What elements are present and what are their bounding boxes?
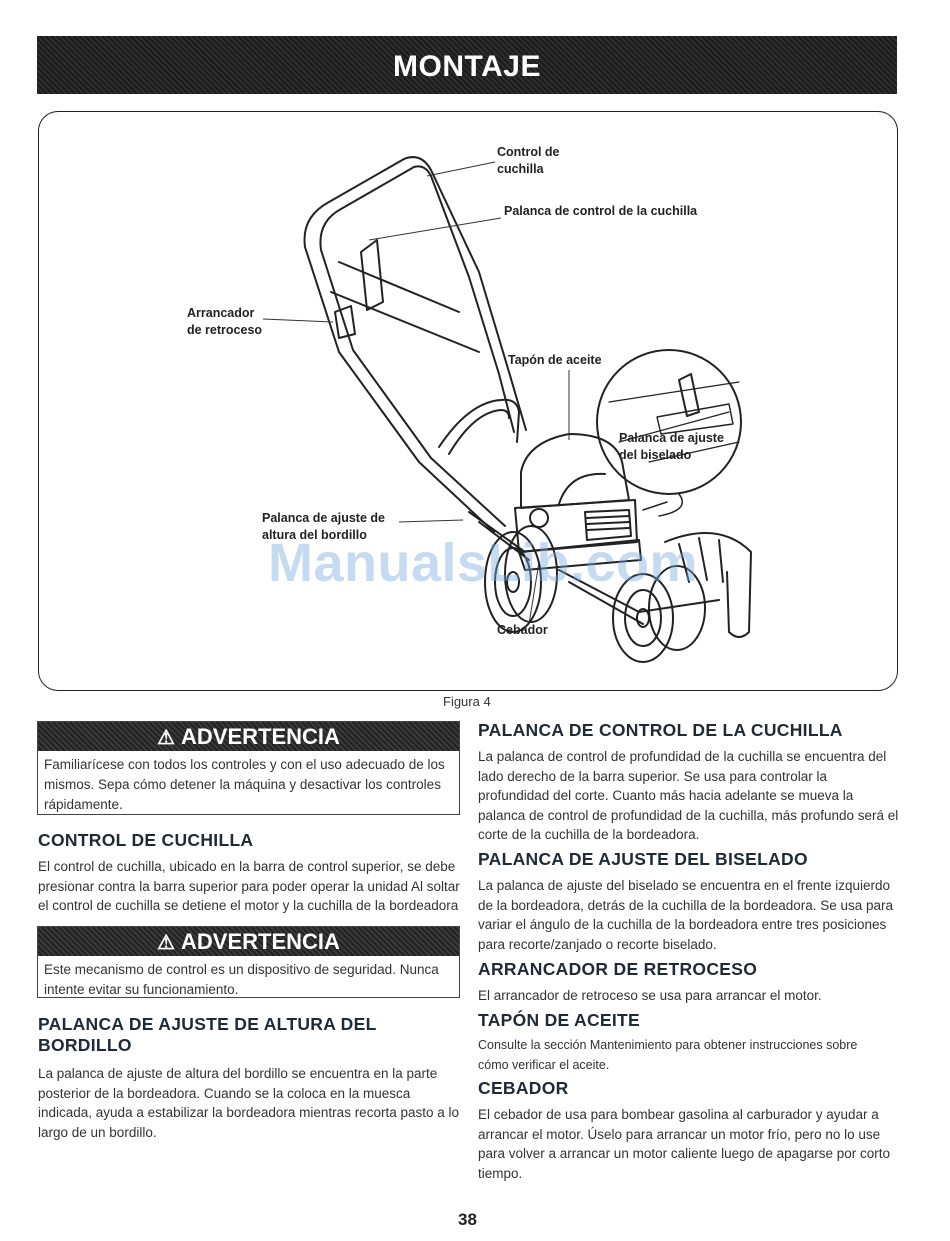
heading-arrancador: ARRANCADOR DE RETROCESO: [478, 959, 758, 979]
heading-palanca-altura: PALANCA DE AJUSTE DE ALTURA DEL BORDILLO: [38, 1014, 377, 1055]
text-cebador: El cebador de usa para bombear gasolina …: [478, 1107, 890, 1181]
text-tapon: Consulte la sección Mantenimiento para o…: [478, 1038, 858, 1072]
page-number: 38: [458, 1210, 477, 1229]
warning-header: ⚠ADVERTENCIA: [38, 722, 459, 751]
callout-palanca-biselado: Palanca de ajuste del biselado: [619, 431, 724, 462]
heading-cebador: CEBADOR: [478, 1078, 569, 1098]
heading-palanca-control: PALANCA DE CONTROL DE LA CUCHILLA: [478, 720, 843, 740]
warning-triangle-icon: ⚠: [157, 932, 176, 954]
edger-illustration: [262, 156, 752, 663]
warning-header: ⚠ADVERTENCIA: [38, 927, 459, 956]
callout-palanca-control: Palanca de control de la cuchilla: [504, 204, 698, 218]
warning-text: Este mecanismo de control es un disposit…: [44, 962, 439, 997]
callout-control-cuchilla: Control de cuchilla: [497, 145, 560, 176]
warning-triangle-icon: ⚠: [157, 727, 176, 749]
warning-title: ADVERTENCIA: [181, 724, 340, 749]
watermark: ManualsLib.com: [268, 533, 699, 593]
figure-frame: Control de cuchilla Palanca de control d…: [38, 111, 898, 691]
section-banner: MONTAJE: [37, 36, 897, 94]
warning-box-2: ⚠ADVERTENCIA Este mecanismo de control e…: [37, 926, 460, 998]
text-control-cuchilla: El control de cuchilla, ubicado en la ba…: [38, 859, 460, 913]
heading-tapon: TAPÓN DE ACEITE: [478, 1010, 641, 1030]
warning-text: Familiarícese con todos los controles y …: [44, 757, 445, 812]
warning-title: ADVERTENCIA: [181, 929, 340, 954]
warning-box-1: ⚠ADVERTENCIA Familiarícese con todos los…: [37, 721, 460, 815]
text-palanca-altura: La palanca de ajuste de altura del bordi…: [38, 1066, 459, 1140]
callout-palanca-altura: Palanca de ajuste de altura del bordillo: [262, 511, 385, 542]
text-palanca-control: La palanca de control de profundidad de …: [478, 749, 899, 842]
figure-caption: Figura 4: [443, 694, 491, 709]
banner-title: MONTAJE: [393, 50, 541, 83]
callout-cebador: Cebador: [497, 623, 548, 637]
text-arrancador: El arrancador de retroceso se usa para a…: [478, 988, 822, 1003]
heading-control-cuchilla: CONTROL DE CUCHILLA: [38, 830, 254, 850]
callout-tapon: Tapón de aceite: [508, 353, 602, 367]
callout-arrancador: Arrancador de retroceso: [187, 306, 263, 337]
text-palanca-biselado: La palanca de ajuste del biselado se enc…: [478, 878, 894, 952]
heading-palanca-biselado: PALANCA DE AJUSTE DEL BISELADO: [478, 849, 808, 869]
